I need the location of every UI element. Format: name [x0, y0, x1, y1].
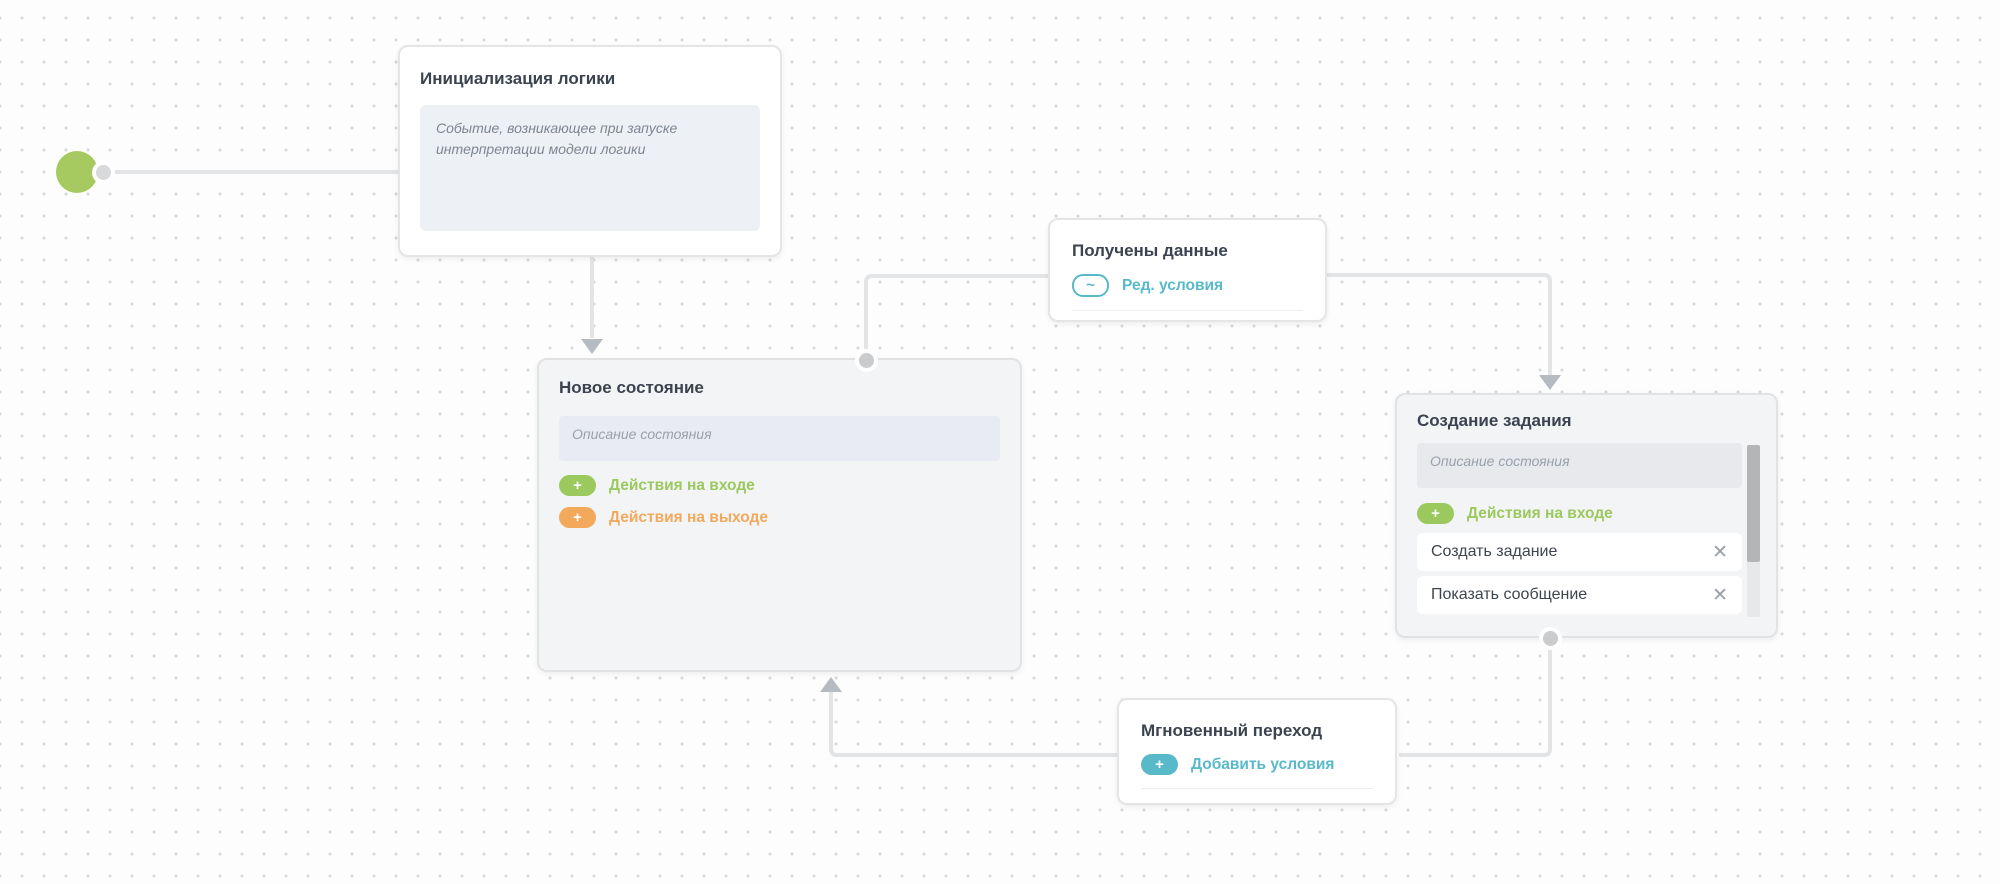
tilde-icon: ~: [1072, 274, 1109, 297]
node-transition-instant[interactable]: Мгновенный переход + Добавить условия: [1117, 698, 1397, 805]
node-transition-received-data[interactable]: Получены данные ~ Ред. условия: [1048, 218, 1327, 322]
node-title: Новое состояние: [559, 378, 704, 397]
close-icon[interactable]: ✕: [1712, 584, 1728, 606]
new-state-top-port[interactable]: [855, 349, 878, 372]
action-label: Показать сообщение: [1431, 586, 1588, 603]
arrowhead-down-icon: [1539, 375, 1561, 390]
plus-icon: +: [1141, 754, 1178, 775]
start-node[interactable]: [56, 151, 98, 193]
action-list-item[interactable]: Создать задание ✕: [1417, 533, 1742, 571]
add-conditions-label: Добавить условия: [1191, 755, 1335, 773]
action-label: Создать задание: [1431, 543, 1558, 560]
add-conditions-button[interactable]: + Добавить условия: [1141, 754, 1373, 789]
add-entry-action-button[interactable]: + Действия на входе: [559, 475, 1000, 496]
arrowhead-down-icon: [581, 339, 603, 354]
edit-conditions-label: Ред. условия: [1122, 276, 1224, 294]
scrollbar[interactable]: [1747, 445, 1760, 617]
node-title: Инициализация логики: [420, 69, 616, 88]
node-title: Мгновенный переход: [1141, 721, 1323, 740]
create-task-bottom-port[interactable]: [1539, 627, 1562, 650]
entry-actions-label: Действия на входе: [1467, 504, 1613, 522]
add-exit-action-button[interactable]: + Действия на выходе: [559, 507, 1000, 528]
plus-icon: +: [559, 507, 596, 528]
start-node-port[interactable]: [92, 161, 115, 184]
scrollbar-thumb[interactable]: [1747, 445, 1760, 562]
node-init-event[interactable]: Инициализация логики Событие, возникающе…: [398, 45, 782, 257]
arrowhead-up-icon: [820, 677, 842, 692]
exit-actions-label: Действия на выходе: [609, 508, 769, 526]
edge-received-to-new-state: [864, 274, 1050, 352]
edge-received-to-create-task: [1325, 273, 1552, 375]
state-description-input[interactable]: [1417, 443, 1742, 488]
node-title: Получены данные: [1072, 241, 1228, 260]
entry-actions-label: Действия на входе: [609, 476, 755, 494]
node-state-create-task[interactable]: Создание задания + Действия на входе Соз…: [1395, 393, 1778, 638]
edit-conditions-button[interactable]: ~ Ред. условия: [1072, 274, 1303, 311]
add-entry-action-button[interactable]: + Действия на входе: [1417, 503, 1756, 524]
state-description-input[interactable]: [559, 416, 1000, 461]
plus-icon: +: [559, 475, 596, 496]
edge-instant-to-new-state: [829, 691, 1119, 757]
event-description: Событие, возникающее при запуске интерпр…: [420, 105, 760, 231]
plus-icon: +: [1417, 503, 1454, 524]
close-icon[interactable]: ✕: [1712, 541, 1728, 563]
node-title: Создание задания: [1417, 411, 1572, 430]
node-state-new[interactable]: Новое состояние + Действия на входе + Де…: [537, 358, 1022, 672]
action-list-item[interactable]: Показать сообщение ✕: [1417, 576, 1742, 614]
edge-create-task-to-instant: [1399, 645, 1552, 757]
